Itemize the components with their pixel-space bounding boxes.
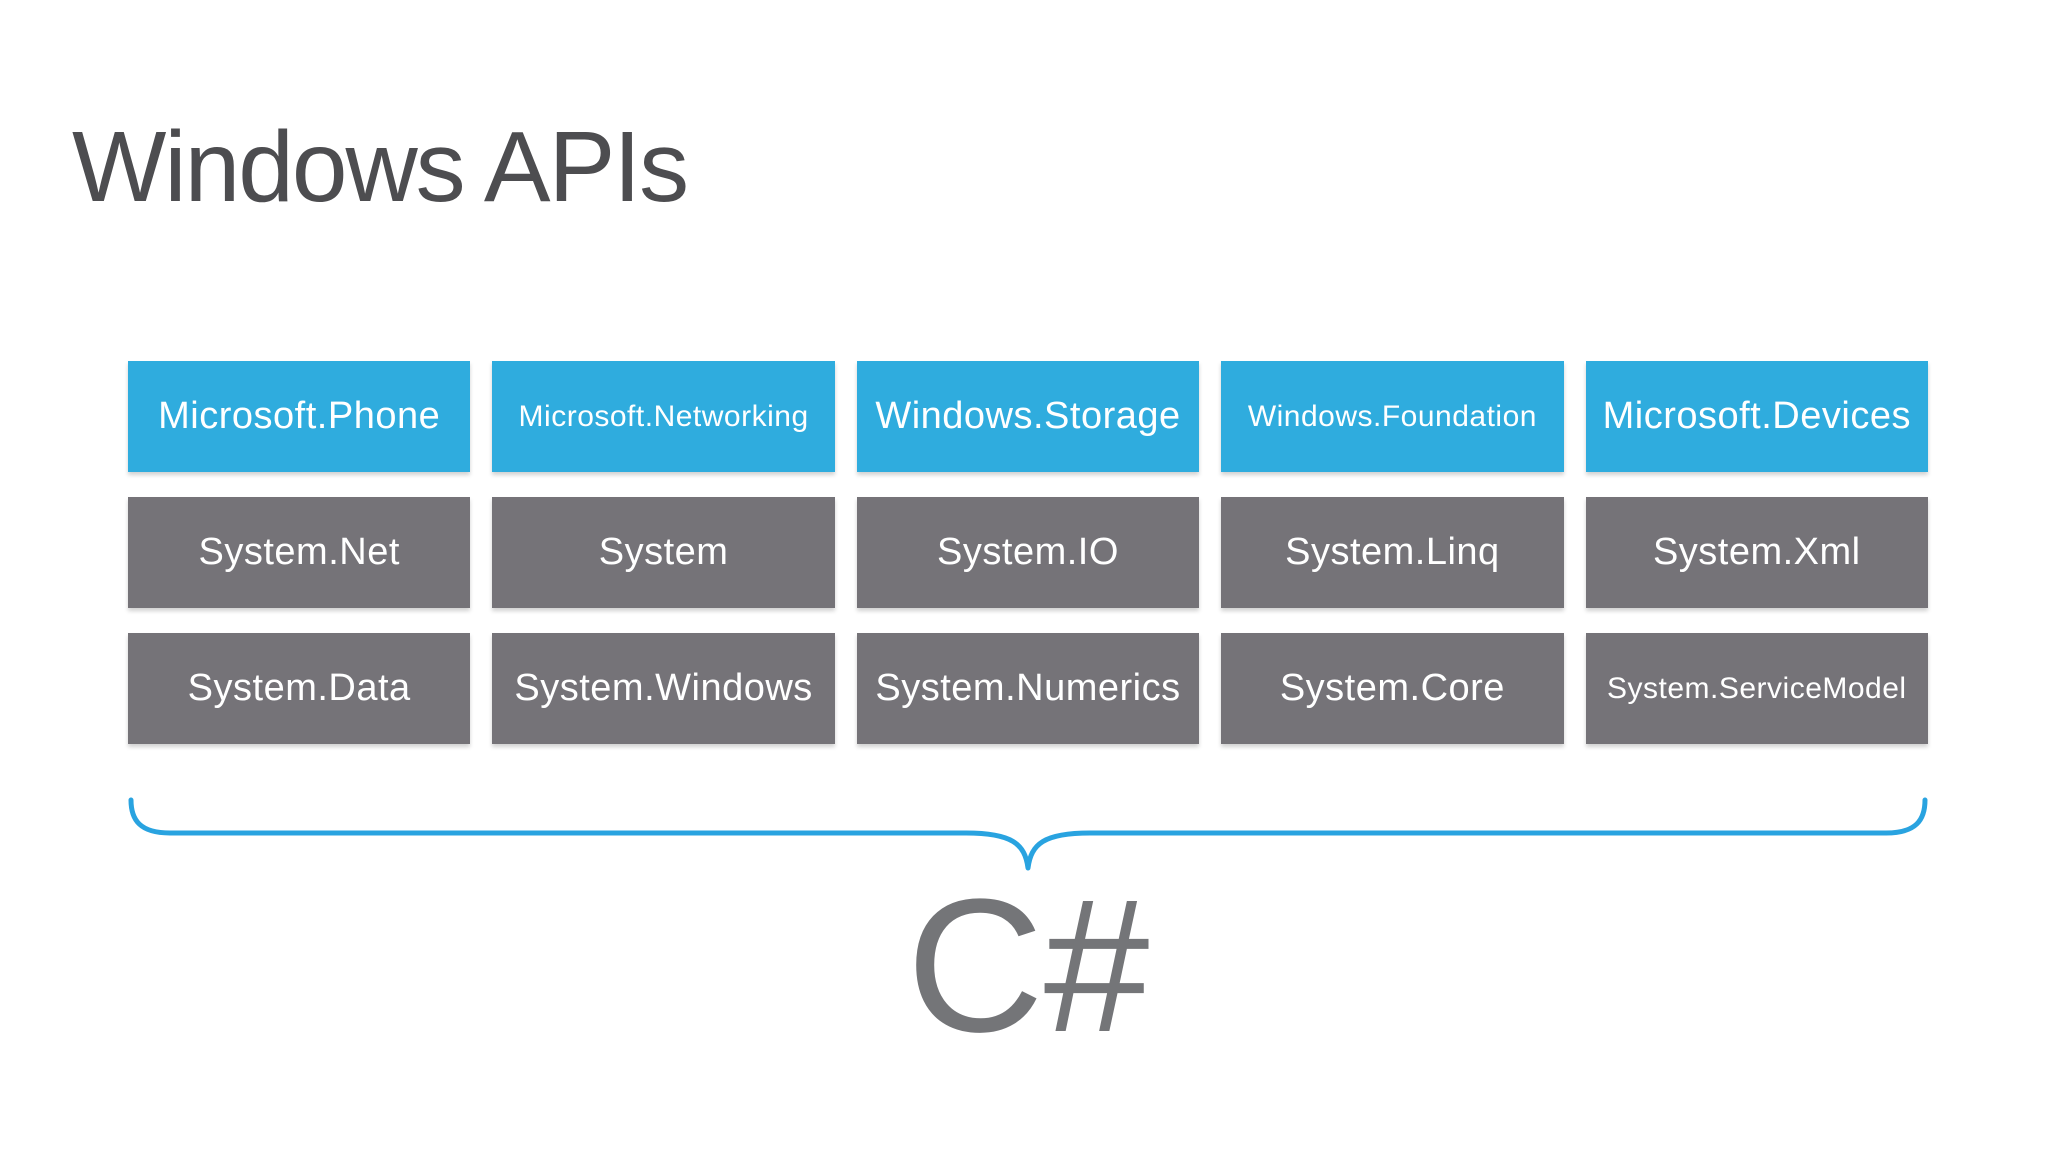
api-box: Microsoft.Devices: [1585, 361, 1928, 472]
api-box: System.Windows: [492, 633, 835, 744]
api-box: System.ServiceModel: [1585, 633, 1928, 744]
api-box: System.Linq: [1221, 497, 1564, 608]
api-box: Microsoft.Networking: [492, 361, 835, 472]
api-box: Windows.Foundation: [1221, 361, 1564, 472]
api-box: System.Net: [128, 497, 471, 608]
api-box: System: [492, 497, 835, 608]
brace-icon: [128, 797, 1928, 871]
brace-path: [128, 797, 1928, 871]
api-box: System.Numerics: [856, 633, 1200, 744]
api-box: System.Xml: [1585, 497, 1928, 608]
api-box: System.Data: [128, 633, 471, 744]
api-box: Windows.Storage: [856, 361, 1200, 472]
api-box: System.IO: [856, 497, 1200, 608]
csharp-language-label: C#: [906, 860, 1150, 1072]
api-box: System.Core: [1221, 633, 1564, 744]
grouping-brace: [128, 796, 1928, 876]
api-box: Microsoft.Phone: [128, 361, 471, 472]
page-title: Windows APIs: [72, 111, 689, 223]
